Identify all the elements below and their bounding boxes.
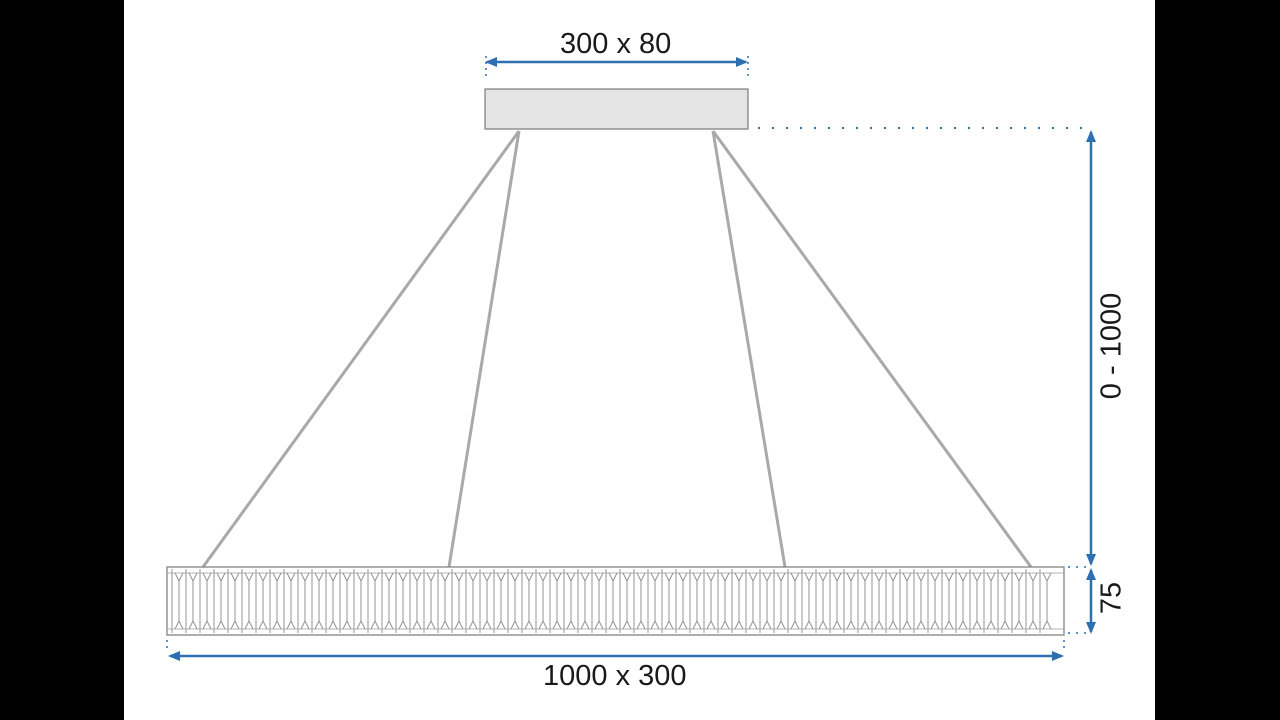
crystal-facet xyxy=(437,569,450,633)
crystal-facet xyxy=(535,569,548,633)
crystal-facet xyxy=(199,569,212,633)
crystal-facet xyxy=(801,569,814,633)
crystal-facet xyxy=(899,569,912,633)
crystal-facet xyxy=(745,569,758,633)
crystal-facet xyxy=(661,569,674,633)
crystal-facet xyxy=(367,569,380,633)
crystal-facet xyxy=(549,569,562,633)
crystal-facet xyxy=(787,569,800,633)
canopy-width-dimension xyxy=(485,56,749,76)
crystal-facet xyxy=(689,569,702,633)
ring-body xyxy=(166,566,1065,636)
wire-outer-left xyxy=(201,130,521,568)
crystal-facet xyxy=(871,569,884,633)
crystal-facet xyxy=(381,569,394,633)
crystal-facet xyxy=(717,569,730,633)
crystal-facet xyxy=(283,569,296,633)
crystal-facet xyxy=(269,569,282,633)
crystal-ring xyxy=(166,566,1065,636)
crystal-facet xyxy=(577,569,590,633)
crystal-facet xyxy=(885,569,898,633)
crystal-facet xyxy=(1039,569,1052,633)
crystal-facet xyxy=(815,569,828,633)
crystal-facet xyxy=(451,569,464,633)
crystal-facet xyxy=(941,569,954,633)
crystal-facet xyxy=(339,569,352,633)
wire-inner-right xyxy=(711,130,787,568)
crystal-facet xyxy=(703,569,716,633)
canopy-dimension-label: 300 x 80 xyxy=(560,28,672,60)
crystal-facet xyxy=(507,569,520,633)
ceiling-canopy xyxy=(484,88,749,130)
crystal-facet xyxy=(1011,569,1024,633)
wire-outer-right xyxy=(711,130,1033,568)
crystal-facet xyxy=(353,569,366,633)
crystal-facet xyxy=(493,569,506,633)
crystal-facet xyxy=(997,569,1010,633)
crystal-facet xyxy=(563,569,576,633)
ring-height-label: 75 xyxy=(1095,581,1128,615)
crystal-facet xyxy=(255,569,268,633)
crystal-facet xyxy=(955,569,968,633)
crystal-facet xyxy=(591,569,604,633)
crystal-facet xyxy=(927,569,940,633)
crystal-facet xyxy=(465,569,478,633)
crystal-facet xyxy=(843,569,856,633)
crystal-facet xyxy=(311,569,324,633)
ring-dimension-label: 1000 x 300 xyxy=(543,660,687,692)
suspension-wires xyxy=(201,130,1033,568)
ring-height-dimension xyxy=(1068,566,1096,634)
crystal-facet xyxy=(213,569,226,633)
crystal-facet xyxy=(395,569,408,633)
crystal-facet xyxy=(829,569,842,633)
crystal-facet xyxy=(227,569,240,633)
crystal-facet xyxy=(857,569,870,633)
crystal-facet xyxy=(675,569,688,633)
crystal-facet xyxy=(983,569,996,633)
crystal-facet xyxy=(619,569,632,633)
wire-inner-left xyxy=(447,130,521,568)
crystal-facet xyxy=(479,569,492,633)
crystal-facet xyxy=(423,569,436,633)
crystal-facet xyxy=(773,569,786,633)
crystal-facet xyxy=(731,569,744,633)
crystal-facet xyxy=(633,569,646,633)
crystal-facet xyxy=(759,569,772,633)
crystal-facet xyxy=(325,569,338,633)
crystal-facet xyxy=(521,569,534,633)
ring-crystal-facets xyxy=(171,569,1052,633)
crystal-facet xyxy=(1025,569,1038,633)
crystal-facet xyxy=(605,569,618,633)
crystal-facet xyxy=(185,569,198,633)
crystal-facet xyxy=(969,569,982,633)
crystal-facet xyxy=(171,569,184,633)
crystal-facet xyxy=(297,569,310,633)
ring-width-dimension xyxy=(166,640,1065,661)
crystal-facet xyxy=(409,569,422,633)
crystal-facet xyxy=(241,569,254,633)
crystal-facet xyxy=(913,569,926,633)
suspension-height-label: 0 - 1000 xyxy=(1095,292,1128,400)
suspension-height-dimension xyxy=(758,127,1096,566)
crystal-facet xyxy=(647,569,660,633)
